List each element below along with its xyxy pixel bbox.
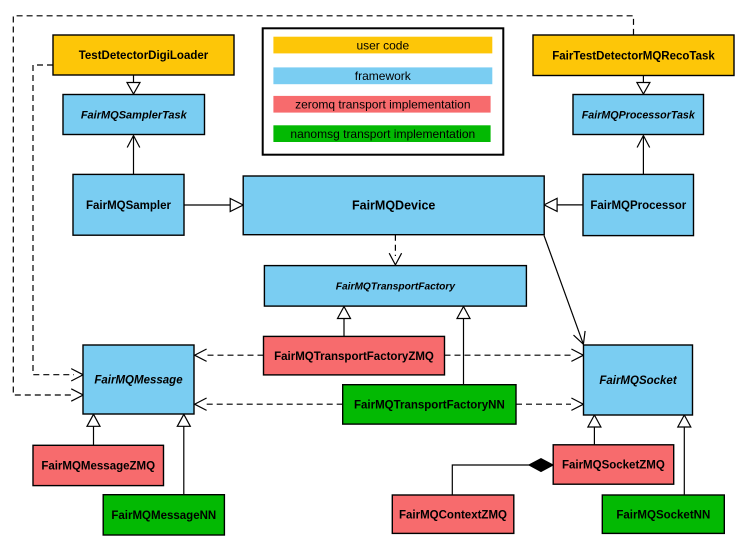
svg-text:FairMQContextZMQ: FairMQContextZMQ: [399, 509, 507, 521]
svg-text:FairMQTransportFactoryZMQ: FairMQTransportFactoryZMQ: [274, 351, 434, 363]
svg-text:FairMQProcessor: FairMQProcessor: [590, 200, 686, 212]
svg-text:framework: framework: [355, 69, 412, 83]
svg-text:FairMQSamplerTask: FairMQSamplerTask: [81, 109, 188, 121]
svg-text:FairMQSocketNN: FairMQSocketNN: [616, 509, 710, 521]
svg-text:TestDetectorDigiLoader: TestDetectorDigiLoader: [79, 50, 209, 62]
svg-text:FairMQSocket: FairMQSocket: [599, 375, 677, 387]
svg-text:FairMQMessageNN: FairMQMessageNN: [111, 510, 216, 522]
svg-text:FairMQProcessorTask: FairMQProcessorTask: [582, 109, 696, 121]
svg-text:user code: user code: [356, 38, 409, 52]
svg-text:FairTestDetectorMQRecoTask: FairTestDetectorMQRecoTask: [552, 51, 715, 63]
svg-text:FairMQTransportFactory: FairMQTransportFactory: [336, 282, 457, 293]
svg-text:FairMQMessageZMQ: FairMQMessageZMQ: [41, 461, 155, 473]
svg-text:nanomsg transport implementati: nanomsg transport implementation: [290, 127, 475, 141]
svg-text:zeromq transport implementatio: zeromq transport implementation: [295, 98, 470, 112]
svg-text:FairMQSocketZMQ: FairMQSocketZMQ: [562, 460, 665, 472]
svg-text:FairMQTransportFactoryNN: FairMQTransportFactoryNN: [354, 400, 505, 412]
svg-text:FairMQSampler: FairMQSampler: [86, 200, 172, 212]
svg-text:FairMQMessage: FairMQMessage: [94, 375, 183, 387]
svg-text:FairMQDevice: FairMQDevice: [352, 199, 435, 213]
